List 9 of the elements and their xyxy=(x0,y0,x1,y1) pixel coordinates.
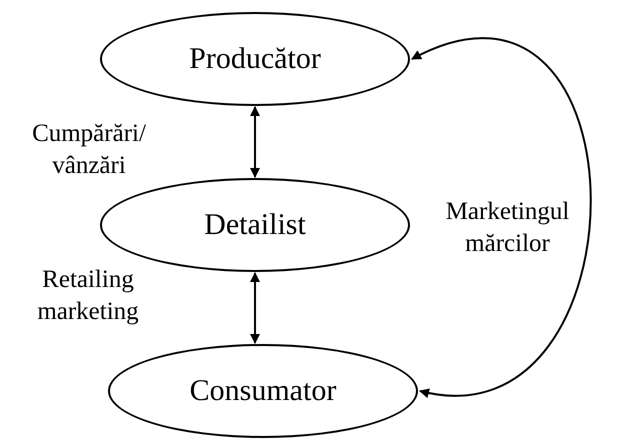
node-label: Producător xyxy=(189,44,321,74)
edge-label: Retailing marketing xyxy=(36,265,140,327)
arrow xyxy=(250,272,260,344)
arrow xyxy=(250,106,260,178)
node-label: Consumator xyxy=(190,376,336,406)
node-label: Detailist xyxy=(204,210,306,240)
edge-label: Marketingul mărcilor xyxy=(444,197,570,259)
edge-label: Cumpărări/ vânzări xyxy=(31,119,147,181)
arrow xyxy=(411,38,592,397)
